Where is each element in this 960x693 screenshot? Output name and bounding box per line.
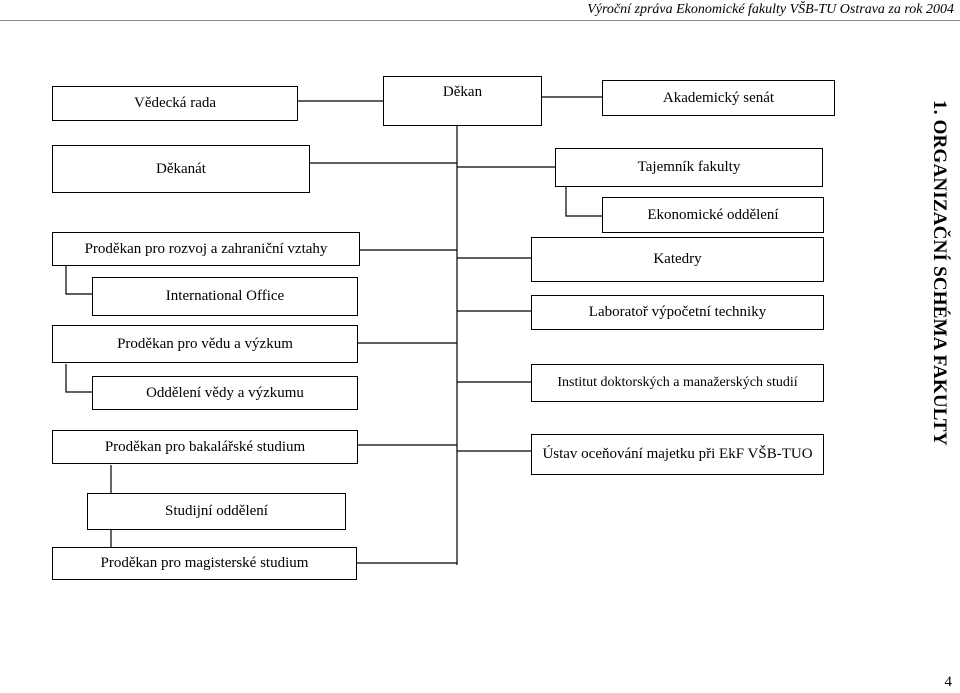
page-number: 4 [944, 674, 953, 690]
laborator-box: Laboratoř výpočetní techniky [531, 295, 824, 330]
oddeleni-vedy-box: Oddělení vědy a výzkumu [92, 376, 358, 410]
report-header: Výroční zpráva Ekonomické fakulty VŠB-TU… [587, 2, 954, 17]
ekonomicke-oddeleni-box: Ekonomické oddělení [602, 197, 824, 233]
vedecka-rada-box: Vědecká rada [52, 86, 298, 121]
dekan-box: Děkan [383, 76, 542, 126]
page-title: 1. ORGANIZAČNÍ SCHÉMA FAKULTY [929, 100, 950, 446]
prodekan-veda-box: Proděkan pro vědu a výzkum [52, 325, 358, 363]
ustav-box: Ústav oceňování majetku při EkF VŠB-TUO [531, 434, 824, 475]
sub-rozvoj-international [65, 266, 92, 295]
tajemnik-box: Tajemník fakulty [555, 148, 823, 187]
akademicky-senat-box: Akademický senát [602, 80, 835, 116]
sub-tajemnik-ekonomicke [565, 187, 602, 217]
studijni-oddeleni-box: Studijní oddělení [87, 493, 346, 530]
prodekan-bakalar-box: Proděkan pro bakalářské studium [52, 430, 358, 464]
sub-veda-oddeleni [65, 364, 92, 393]
dekanat-box: Děkanát [52, 145, 310, 193]
international-office-box: International Office [92, 277, 358, 316]
katedry-box: Katedry [531, 237, 824, 282]
header-rule [0, 20, 960, 21]
prodekan-rozvoj-box: Proděkan pro rozvoj a zahraniční vztahy [52, 232, 360, 266]
institut-box: Institut doktorských a manažerských stud… [531, 364, 824, 402]
prodekan-magister-box: Proděkan pro magisterské studium [52, 547, 357, 580]
